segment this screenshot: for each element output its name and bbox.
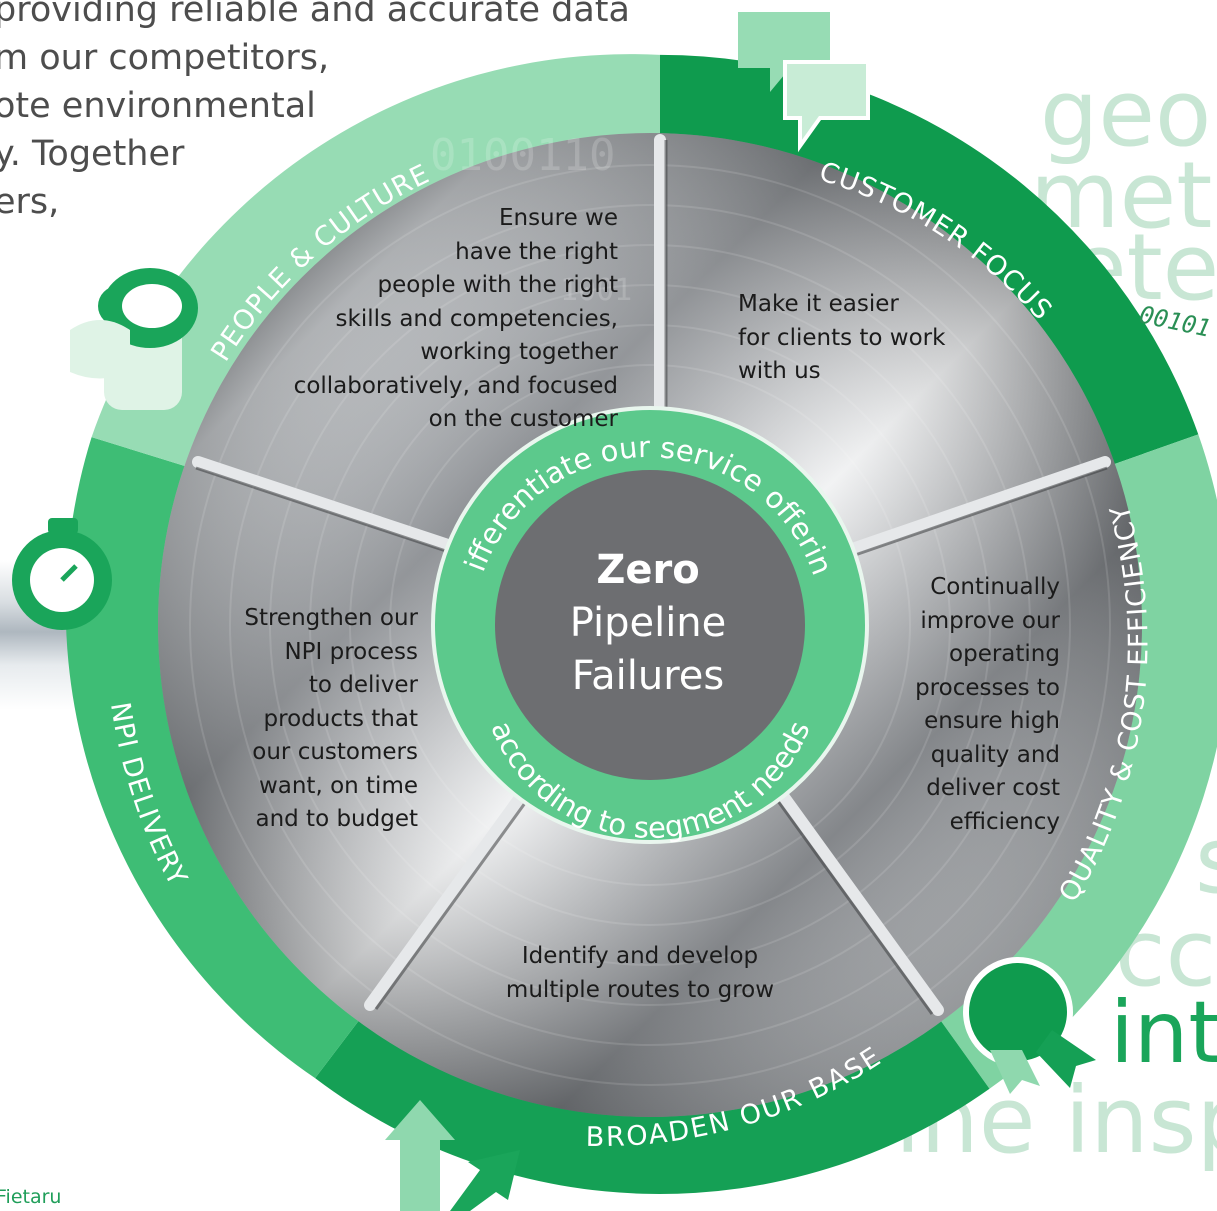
segment-text-quality-cost-efficiency: Continually improve our operating proces… (915, 574, 1060, 835)
segment-text-customer-focus: Make it easier for clients to work with … (738, 291, 946, 384)
hub-title-line2: Pipeline (570, 600, 727, 646)
hub (495, 470, 805, 780)
brushed-grooves (189, 164, 1111, 1086)
bg-word-s: s (1195, 815, 1217, 907)
segment-divider-shadows (195, 140, 1108, 1015)
segment-text-people-culture: Ensure we have the right people with the… (293, 205, 618, 432)
segment-text-npi-delivery: Strengthen our NPI process to deliver pr… (244, 605, 418, 832)
bg-word-geo: geo (1040, 60, 1212, 167)
inner-ring-edge (431, 406, 869, 844)
stopwatch-icon (12, 518, 112, 630)
award-rosette-icon (963, 957, 1096, 1094)
bg-word-int: int (1110, 983, 1217, 1083)
hub-title-line3: Failures (572, 653, 724, 699)
segment-text-broaden-our-base: Identify and develop multiple routes to … (505, 943, 775, 1003)
binary-snippet-mid: 1001 (560, 273, 632, 308)
binary-snippet-top: 0100110 (430, 130, 615, 181)
intro-text: providing reliable and accurate data m o… (0, 0, 630, 222)
growth-arrows-icon (385, 1100, 520, 1211)
people-icon (70, 268, 198, 410)
hub-title-line1: Zero (596, 547, 699, 593)
photo-credit: Fietaru (0, 1186, 62, 1208)
segment-dividers (192, 134, 1111, 1016)
speech-bubbles-icon (738, 12, 870, 153)
